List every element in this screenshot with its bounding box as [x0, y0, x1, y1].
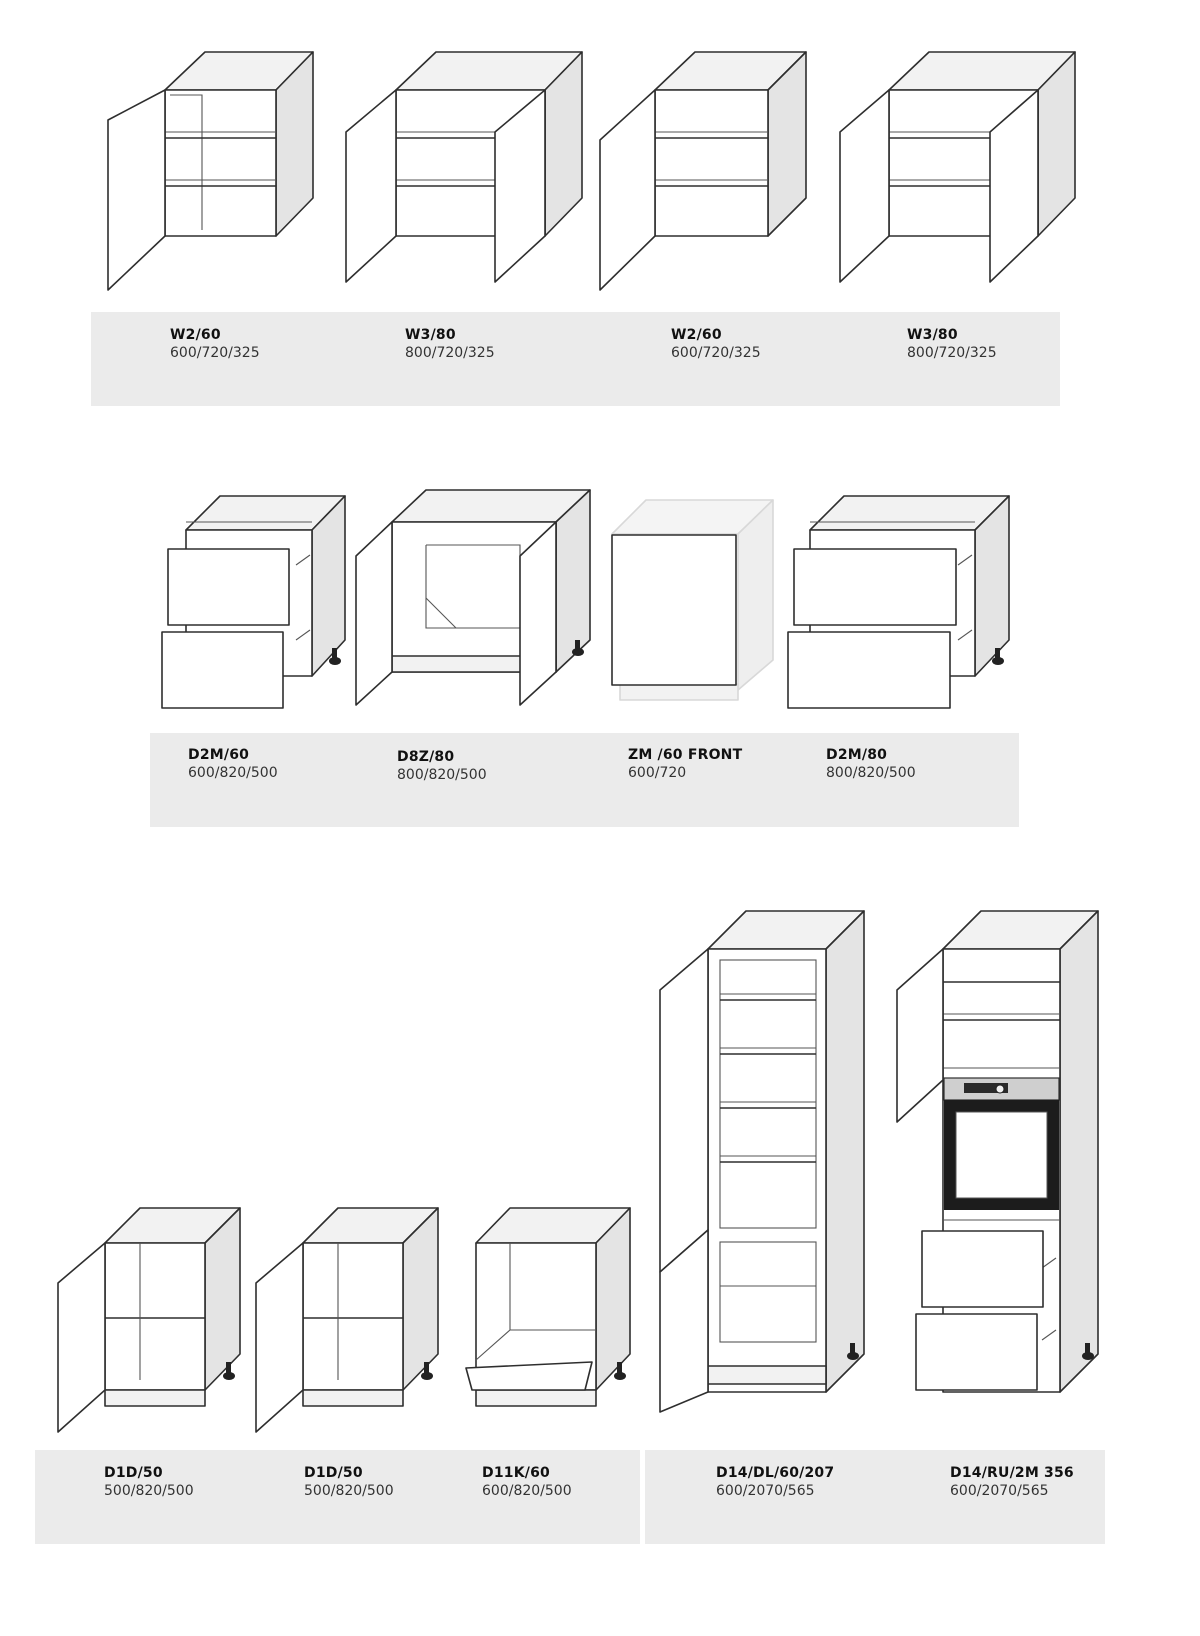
label-item: D11K/60 600/820/500: [482, 1465, 572, 1500]
label-band-tall-cabinets: [645, 1450, 1105, 1544]
label-item: W2/60 600/720/325: [671, 327, 761, 362]
label-band-wall-cabinets: [91, 312, 1060, 406]
cabinet-dimensions: 500/820/500: [104, 1482, 194, 1499]
cabinet-w2-60-a-drawing: [107, 51, 314, 291]
cabinet-d8z-80-drawing: [355, 489, 591, 706]
label-item: W3/80 800/720/325: [907, 327, 997, 362]
label-item: D2M/60 600/820/500: [188, 747, 278, 782]
cabinet-code: D2M/60: [188, 747, 250, 763]
cabinet-code: D1D/50: [104, 1465, 163, 1481]
cabinet-zm-60-front-drawing: [611, 499, 774, 701]
cabinet-code: D14/DL/60/207: [716, 1465, 835, 1481]
label-item: D8Z/80 800/820/500: [397, 749, 487, 784]
cabinet-code: D14/RU/2M 356: [950, 1465, 1074, 1481]
cabinet-w3-80-a-drawing: [345, 51, 583, 283]
cabinet-dimensions: 600/2070/565: [950, 1482, 1049, 1499]
label-item: ZM /60 FRONT 600/720: [628, 747, 742, 782]
cabinet-w3-80-b-drawing: [839, 51, 1076, 283]
cabinet-dimensions: 600/820/500: [188, 764, 278, 781]
cabinet-code: D11K/60: [482, 1465, 550, 1481]
cabinet-dimensions: 800/720/325: [405, 344, 495, 361]
cabinet-code: ZM /60 FRONT: [628, 747, 743, 763]
cabinet-dimensions: 600/720/325: [170, 344, 260, 361]
cabinet-w2-60-b-drawing: [599, 51, 807, 291]
cabinet-dimensions: 800/820/500: [397, 766, 487, 783]
cabinet-d2m-80-drawing: [787, 495, 1010, 709]
label-band-small-base-cabinets: [35, 1450, 640, 1544]
cabinet-dimensions: 800/820/500: [826, 764, 916, 781]
cabinet-d14-ru-2m-356-drawing: [896, 910, 1099, 1393]
label-item: W3/80 800/720/325: [405, 327, 495, 362]
cabinet-code: W2/60: [170, 327, 221, 343]
label-item: D14/RU/2M 356 600/2070/565: [950, 1465, 1074, 1500]
label-item: D1D/50 500/820/500: [104, 1465, 194, 1500]
cabinet-dimensions: 600/2070/565: [716, 1482, 815, 1499]
cabinet-dimensions: 600/720/325: [671, 344, 761, 361]
cabinet-dimensions: 500/820/500: [304, 1482, 394, 1499]
cabinet-code: W3/80: [405, 327, 456, 343]
label-item: D14/DL/60/207 600/2070/565: [716, 1465, 834, 1500]
cabinet-code: D2M/80: [826, 747, 888, 763]
label-item: D1D/50 500/820/500: [304, 1465, 394, 1500]
cabinet-d14-dl-60-207-drawing: [659, 910, 865, 1413]
cabinet-d1d-50-a-drawing: [57, 1207, 241, 1433]
cabinet-code: D1D/50: [304, 1465, 363, 1481]
cabinet-code: D8Z/80: [397, 749, 455, 765]
cabinet-d1d-50-b-drawing: [255, 1207, 439, 1433]
cabinet-code: W2/60: [671, 327, 722, 343]
cabinet-dimensions: 800/720/325: [907, 344, 997, 361]
cabinet-d2m-60-drawing: [161, 495, 346, 709]
cabinet-d11k-60-drawing: [465, 1207, 631, 1407]
label-item: W2/60 600/720/325: [170, 327, 260, 362]
label-item: D2M/80 800/820/500: [826, 747, 916, 782]
cabinet-dimensions: 600/820/500: [482, 1482, 572, 1499]
cabinet-dimensions: 600/720: [628, 764, 687, 781]
cabinet-code: W3/80: [907, 327, 958, 343]
label-band-base-cabinets: [150, 733, 1019, 827]
